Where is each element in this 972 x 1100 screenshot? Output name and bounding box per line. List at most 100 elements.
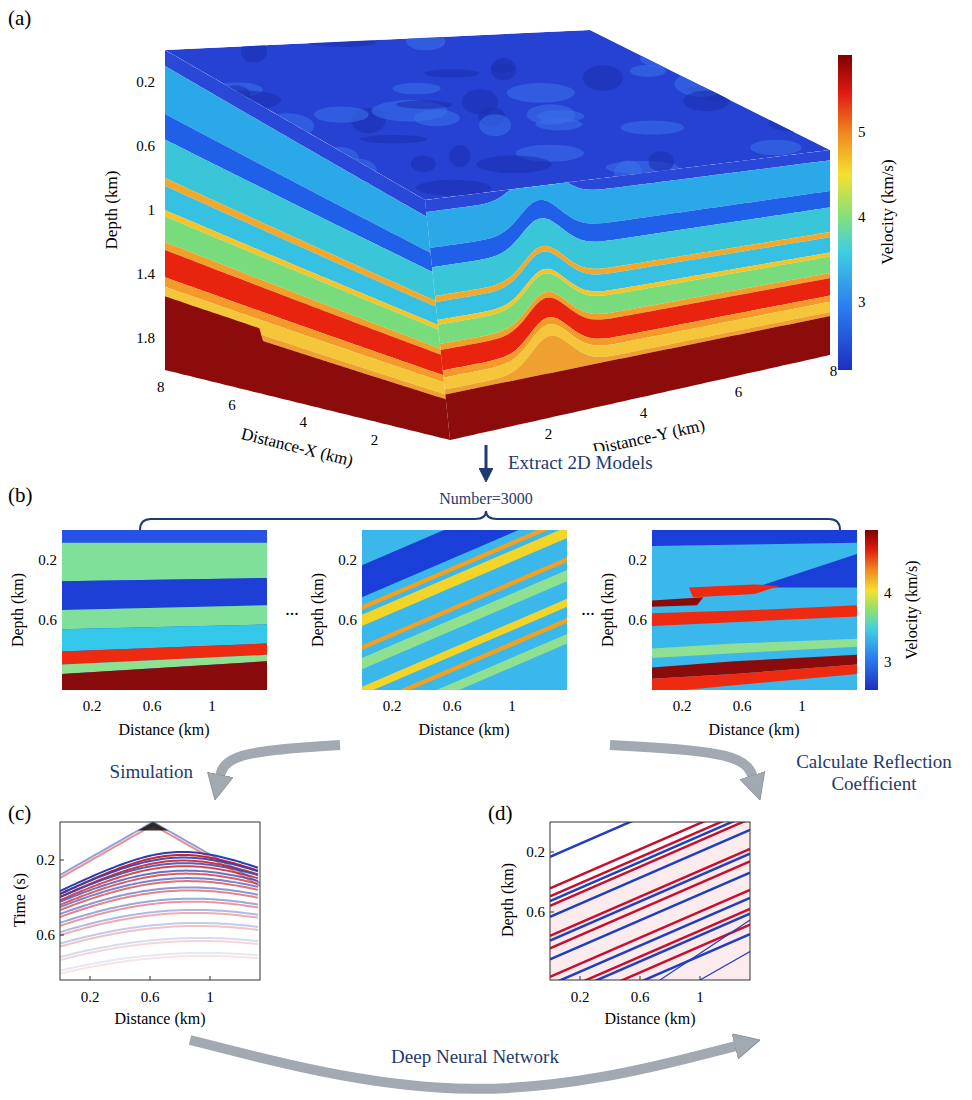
tick-label: 0.2 [136,74,155,91]
tick-label: 0.6 [338,612,357,629]
direct-wave [60,822,153,885]
reflection-event [60,910,258,932]
flow-arrow [190,1040,741,1089]
tick-mark [90,976,91,980]
panel-letter: (b) [5,482,36,509]
colorbar-title: Velocity (km/s) [879,159,898,264]
velocity-patch [527,104,575,125]
tick-label: 0.6 [443,698,462,715]
rock-layer [689,584,779,597]
cube-y-face [425,150,830,440]
tick-label: 0.2 [38,552,57,569]
tick-label: 0.2 [383,698,402,715]
axis-title: Distance (km) [118,721,209,739]
plot-ground [60,822,260,980]
colorbar-title: Velocity (km/s) [903,560,921,659]
tick-label: 0.6 [631,989,650,1006]
seismic-record [60,822,260,974]
tick-label: 1 [508,698,516,715]
reflector-line [550,925,750,980]
rock-layer [652,664,857,690]
colorbar-tick: 3 [884,654,892,671]
velocity-patch [411,156,436,172]
tick-label: 0.6 [143,698,162,715]
tick-label: 1.4 [136,266,155,283]
rock-layer [62,578,267,610]
arrow-label: Simulation [107,760,196,784]
tick-label: 0.6 [733,698,752,715]
colorbar-tick: 4 [884,584,892,601]
velocity-patch [491,58,517,80]
sample-count: Number=3000 [439,490,532,508]
axis-title: Depth (km) [103,171,122,250]
tick-mark [210,976,211,980]
axis-title: Distance (km) [708,721,799,739]
axis-title: Distance (km) [604,1010,695,1028]
axis-title: Time (s) [11,873,29,927]
cube-x-face [165,50,450,440]
reflection-event [60,881,258,910]
arrow-label: Calculate Reflection Coefficient [782,750,966,796]
tick-label: 0.2 [83,698,102,715]
panel-letter: (a) [5,5,34,32]
tick-label: 8 [157,379,165,396]
velocity-patch [449,145,470,167]
rock-layer [652,530,857,546]
tick-label: 1 [798,698,806,715]
colorbar-tick: 4 [858,209,866,226]
tick-label: 8 [830,362,838,379]
reflector-line [550,862,750,949]
velocity-patch [406,33,445,51]
ellipsis: ... [581,600,595,620]
rock-layer [62,543,267,581]
tick-label: 4 [640,405,648,422]
velocity-patch [649,151,674,172]
colorbar-tick: 3 [858,294,866,311]
plot-frame [60,822,260,980]
velocity-patch [462,89,498,114]
velocity-patch [308,38,376,47]
axis-title: Depth (km) [599,573,617,647]
tick-mark [640,976,641,980]
rock-layer [652,597,703,607]
velocity-patch [425,69,479,77]
figure-panel: (d) [485,800,967,1040]
panel-letter: (d) [485,800,516,827]
velocity-patch [764,85,793,108]
velocity-patch [761,78,801,102]
velocity-patch [743,34,818,60]
velocity-patch [479,114,511,136]
tick-mark [150,976,151,980]
tick-label: 0.6 [36,927,55,944]
model-ground [652,530,857,690]
arrow-label: Extract 2D Models [505,451,656,475]
tick-mark [700,976,701,980]
rock-layer [362,634,567,690]
rock-layer [445,316,830,440]
flow-arrow [610,745,754,781]
bracket [140,511,840,530]
tick-label: 6 [735,384,743,401]
velocity-patch [756,42,785,67]
tick-mark [60,860,64,861]
rock-layer [652,605,857,626]
velocity-patch [360,135,427,143]
tick-label: 0.2 [673,698,692,715]
velocity-patch [709,30,747,54]
axis-title: Depth (km) [499,863,517,937]
tick-label: 0.6 [526,904,545,921]
reflection-event [60,956,258,974]
figure-panel: (a) [5,5,967,445]
rock-layer [165,296,450,440]
ellipsis: ... [285,600,299,620]
tick-mark [550,852,554,853]
reflector-line [550,934,750,980]
panel-letter: (c) [5,800,34,827]
velocity-patch [630,65,666,77]
rock-layer [362,599,567,690]
direct-wave [60,825,153,888]
velocity-patch [780,43,807,60]
tick-label: 6 [228,397,236,414]
axis-title: Depth (km) [9,573,27,647]
